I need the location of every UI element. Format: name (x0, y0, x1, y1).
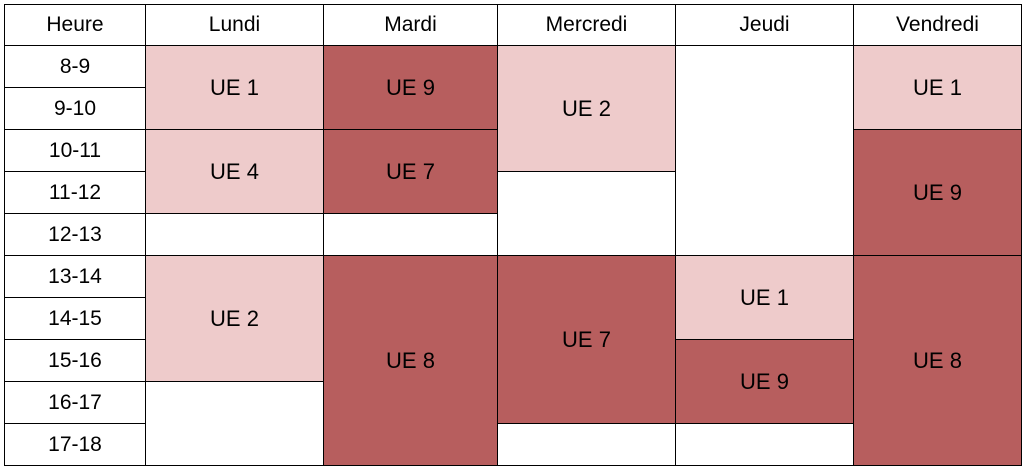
hour-cell-label: 9-10 (53, 96, 97, 120)
hour-cell-label: 17-18 (48, 432, 102, 456)
hour-cell: 11-12 (4, 172, 146, 214)
header-day-3: Jeudi (676, 4, 854, 46)
course-block: UE 8 (324, 256, 498, 466)
hour-cell-label: 10-11 (48, 138, 102, 162)
hour-cell-label: 13-14 (48, 264, 102, 288)
hour-cell: 16-17 (4, 382, 146, 424)
empty-slot (146, 382, 324, 466)
empty-slot (676, 46, 854, 256)
header-hour: Heure (4, 4, 146, 46)
header-day-4: Vendredi (854, 4, 1022, 46)
course-block: UE 9 (324, 46, 498, 130)
header-day-2-label: Mercredi (545, 13, 628, 36)
hour-cell-label: 15-16 (48, 348, 102, 372)
course-block: UE 7 (324, 130, 498, 214)
course-block-label: UE 9 (913, 179, 962, 205)
course-block: UE 7 (498, 256, 676, 424)
course-block-label: UE 1 (740, 284, 789, 310)
course-block-label: UE 7 (386, 158, 435, 184)
hour-cell-label: 8-9 (59, 54, 91, 78)
header-day-3-label: Jeudi (739, 13, 790, 36)
header-day-1-label: Mardi (384, 13, 437, 36)
hour-cell: 10-11 (4, 130, 146, 172)
course-block: UE 8 (854, 256, 1022, 466)
hour-cell: 17-18 (4, 424, 146, 466)
header-hour-label: Heure (46, 13, 104, 36)
hour-cell-label: 12-13 (48, 222, 102, 246)
hour-cell: 14-15 (4, 298, 146, 340)
empty-slot (676, 424, 854, 466)
header-day-0: Lundi (146, 4, 324, 46)
hour-cell: 9-10 (4, 88, 146, 130)
hour-cell-label: 11-12 (48, 180, 102, 204)
empty-slot (324, 214, 498, 256)
course-block-label: UE 1 (210, 74, 259, 100)
course-block: UE 2 (498, 46, 676, 172)
empty-slot (498, 424, 676, 466)
course-block-label: UE 1 (913, 74, 962, 100)
timetable: Heure Lundi Mardi Mercredi Jeudi Vendredi 8-9 9… (4, 4, 1022, 466)
hour-cell: 12-13 (4, 214, 146, 256)
course-block-label: UE 2 (562, 95, 611, 121)
course-block: UE 1 (676, 256, 854, 340)
empty-slot (498, 172, 676, 256)
course-block-label: UE 7 (562, 326, 611, 352)
hour-cell: 15-16 (4, 340, 146, 382)
course-block-label: UE 2 (210, 305, 259, 331)
hour-cell-label: 16-17 (48, 390, 102, 414)
course-block-label: UE 9 (740, 368, 789, 394)
header-day-4-label: Vendredi (896, 13, 979, 36)
course-block-label: UE 8 (913, 347, 962, 373)
course-block-label: UE 4 (210, 158, 259, 184)
header-day-1: Mardi (324, 4, 498, 46)
course-block: UE 1 (854, 46, 1022, 130)
header-day-2: Mercredi (498, 4, 676, 46)
course-block: UE 2 (146, 256, 324, 382)
header-day-0-label: Lundi (208, 13, 261, 36)
course-block-label: UE 8 (386, 347, 435, 373)
hour-cell-label: 14-15 (48, 306, 102, 330)
course-block: UE 9 (854, 130, 1022, 256)
course-block: UE 4 (146, 130, 324, 214)
course-block-label: UE 9 (386, 74, 435, 100)
empty-slot (146, 214, 324, 256)
course-block: UE 9 (676, 340, 854, 424)
course-block: UE 1 (146, 46, 324, 130)
hour-cell: 8-9 (4, 46, 146, 88)
hour-cell: 13-14 (4, 256, 146, 298)
